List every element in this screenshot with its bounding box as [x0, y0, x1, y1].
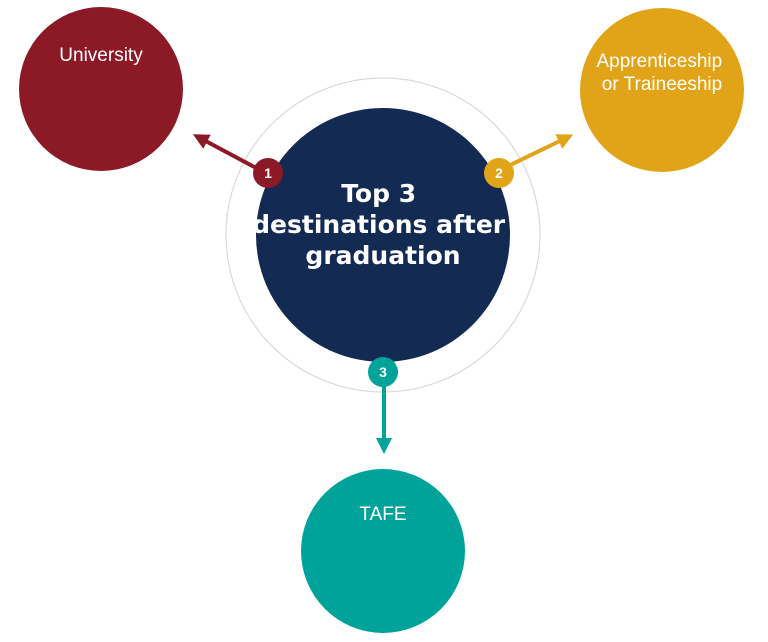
university-circle	[19, 7, 183, 171]
badge-2-circle	[484, 158, 514, 188]
destination-apprenticeship: Apprenticeship or Traineeship	[580, 8, 744, 172]
destination-tafe: TAFE	[301, 469, 465, 633]
tafe-label: TAFE	[359, 504, 406, 525]
badge-3-circle	[368, 357, 398, 387]
badge-2: 2	[484, 158, 514, 188]
center-node: Top 3 destinations after graduation	[252, 108, 514, 362]
center-title: Top 3 destinations after graduation	[252, 179, 514, 270]
tafe-circle	[301, 469, 465, 633]
apprenticeship-circle	[580, 8, 744, 172]
badge-1: 1	[253, 158, 283, 188]
badge-3-number: 3	[379, 364, 387, 380]
badge-1-circle	[253, 158, 283, 188]
badge-1-number: 1	[264, 165, 272, 181]
badge-2-number: 2	[495, 165, 503, 181]
university-label: University	[59, 45, 143, 66]
badge-3: 3	[368, 357, 398, 387]
destination-university: University	[19, 7, 183, 171]
apprenticeship-label: Apprenticeship or Traineeship	[597, 51, 728, 95]
center-circle	[256, 108, 510, 362]
arrow-university	[192, 134, 261, 172]
